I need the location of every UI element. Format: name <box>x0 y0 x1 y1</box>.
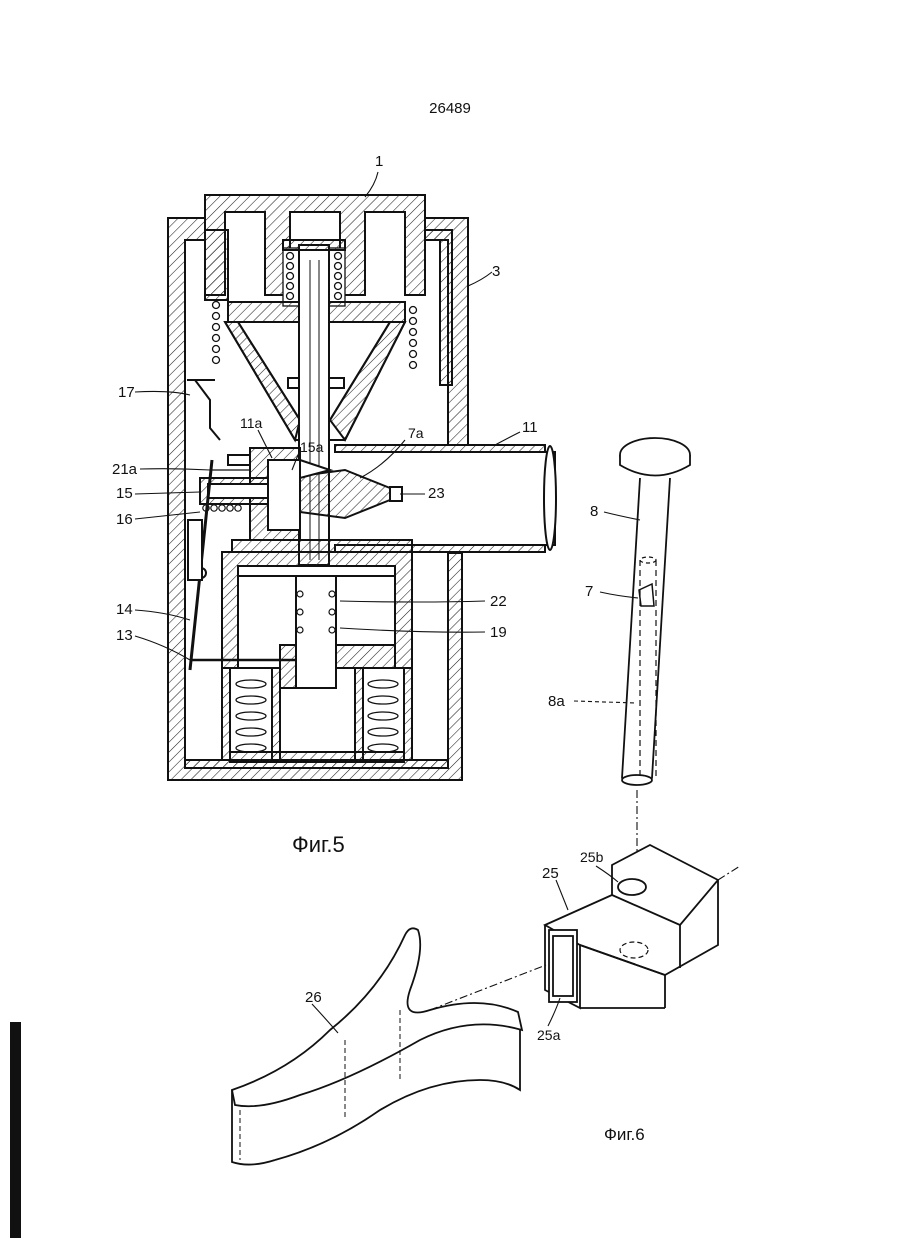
fig6-label-8a: 8a <box>548 693 565 710</box>
fig6-label-7: 7 <box>585 583 593 600</box>
cone-valve <box>300 460 402 518</box>
fig5-label-22: 22 <box>490 593 507 610</box>
fig5-label-21a: 21a <box>112 461 138 478</box>
flat-spring-part <box>232 928 546 1164</box>
fig5-label-16: 16 <box>116 511 133 528</box>
fig6-label-26: 26 <box>305 989 322 1006</box>
fig5-label-17: 17 <box>118 384 135 401</box>
fig5-label-11: 11 <box>522 419 538 436</box>
fig5-label-11a: 11a <box>240 415 263 431</box>
fig6-label-25: 25 <box>542 865 559 882</box>
fig6-label-25b: 25b <box>580 849 604 865</box>
fig6-label-25a: 25a <box>537 1027 561 1043</box>
fig5-label-1: 1 <box>375 153 383 170</box>
fig5-label-23: 23 <box>428 485 445 502</box>
fig5-label-15a: 15a <box>300 439 324 455</box>
figure-5-valve-section: 1 3 17 11a 15a 7a 11 21a 15 23 16 22 14 … <box>112 153 556 857</box>
fig5-caption: Фиг.5 <box>292 832 345 857</box>
fig5-label-14: 14 <box>116 601 133 618</box>
fig5-label-7a: 7a <box>408 425 424 441</box>
fig5-label-15: 15 <box>116 485 133 502</box>
scan-edge-bar <box>10 1022 21 1238</box>
fig5-label-3: 3 <box>492 263 500 280</box>
fig5-label-19: 19 <box>490 624 507 641</box>
socket-part <box>545 845 740 1008</box>
key-part <box>620 438 690 860</box>
fig5-label-13: 13 <box>116 627 133 644</box>
fig6-caption: Фиг.6 <box>604 1125 645 1144</box>
fig6-label-8: 8 <box>590 503 598 520</box>
